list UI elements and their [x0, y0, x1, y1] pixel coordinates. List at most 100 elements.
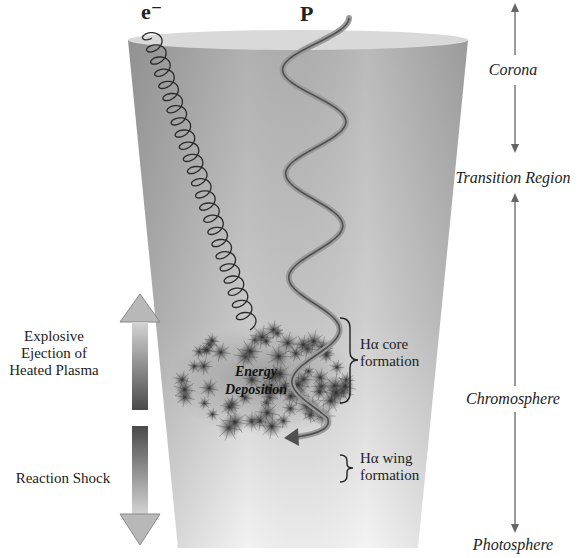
burst-spike: [283, 421, 291, 422]
burst-spike: [245, 398, 250, 404]
burst-spike: [212, 352, 221, 357]
burst-spike: [280, 367, 289, 374]
layer-label: Photosphere: [445, 536, 581, 553]
burst-spike: [222, 420, 235, 422]
burst-spike: [296, 354, 301, 361]
burst-spike: [203, 344, 207, 350]
burst-spike: [201, 398, 205, 403]
layer-axis: [511, 3, 519, 533]
tube-shading: [128, 40, 468, 548]
burst-spike: [259, 421, 261, 431]
burst-spike: [303, 340, 312, 345]
burst-spike: [227, 412, 235, 422]
burst-spike: [213, 414, 219, 416]
burst-spike: [266, 338, 272, 341]
burst-spike: [250, 351, 262, 353]
burst-spike: [222, 407, 230, 412]
burst-spike: [185, 389, 191, 398]
burst-spike: [311, 377, 321, 378]
burst-spike: [303, 335, 305, 345]
burst-spike: [209, 388, 215, 396]
burst-spike: [224, 399, 229, 407]
burst-spike: [204, 366, 209, 374]
burst-spike: [206, 341, 212, 345]
burst-spike: [189, 367, 194, 371]
burst-spike: [198, 402, 204, 404]
burst-spike: [312, 341, 314, 352]
burst-spike: [266, 341, 272, 342]
burst-spike: [336, 367, 337, 375]
burst-spike: [272, 426, 285, 428]
node-text: Energy Deposition: [214, 363, 298, 399]
energy-burst: [336, 377, 355, 396]
burst-spike: [291, 396, 296, 404]
burst-spike: [201, 388, 209, 394]
ejection-arrow-shaft: [132, 322, 148, 410]
burst-spike: [267, 413, 279, 415]
burst-spike: [314, 341, 321, 350]
burst-spike: [308, 368, 314, 371]
energy-burst: [303, 366, 313, 376]
process-label: Explosive Ejection of Heated Plasma: [2, 328, 106, 379]
burst-spike: [234, 422, 236, 435]
shock-arrowhead: [120, 514, 160, 545]
burst-spike: [290, 409, 295, 415]
burst-spike: [272, 346, 279, 357]
burst-spike: [289, 354, 296, 360]
burst-spike: [310, 415, 311, 423]
burst-spike: [199, 387, 209, 389]
burst-spike: [315, 384, 320, 392]
burst-spike: [331, 386, 336, 392]
burst-spike: [266, 354, 278, 357]
burst-spike: [254, 413, 260, 421]
burst-spike: [304, 367, 308, 372]
burst-spike: [235, 422, 242, 433]
burst-spike: [185, 389, 196, 391]
burst-spike: [250, 419, 260, 421]
burst-spike: [339, 377, 345, 386]
burst-spike: [289, 396, 291, 405]
burst-spike: [272, 426, 278, 437]
burst-spike: [311, 391, 320, 392]
burst-spike: [225, 422, 235, 430]
burst-spike: [235, 422, 248, 424]
burst-spike: [235, 409, 236, 422]
burst-spike: [213, 414, 217, 419]
burst-spike: [261, 341, 267, 344]
burst-spike: [331, 367, 338, 371]
tube-body: [128, 40, 468, 548]
burst-spike: [204, 380, 209, 388]
burst-spike: [245, 414, 252, 421]
burst-spike: [194, 363, 199, 367]
burst-spike: [221, 352, 227, 360]
burst-spike: [276, 341, 287, 343]
particle-label: P: [300, 2, 330, 26]
energy-burst: [175, 380, 194, 399]
burst-spike: [212, 336, 218, 341]
shock-arrow-shaft: [132, 426, 148, 514]
burst-spike: [280, 363, 281, 374]
burst-spike: [179, 380, 185, 390]
burst-spike: [271, 413, 273, 426]
burst-spike: [213, 411, 218, 415]
burst-spike: [278, 344, 279, 357]
burst-spike: [265, 403, 266, 409]
burst-spike: [272, 333, 277, 337]
burst-spike: [245, 398, 253, 399]
burst-spike: [337, 363, 343, 367]
burst-spike: [268, 322, 274, 330]
burst-spike: [296, 349, 303, 354]
burst-spike: [190, 361, 194, 366]
burst-spike: [333, 361, 337, 367]
burst-spike: [212, 414, 213, 420]
burst-spike: [343, 386, 345, 397]
layer-label: Transition Region: [445, 169, 581, 186]
burst-spike: [204, 366, 213, 368]
burst-spike: [255, 328, 263, 338]
burst-spike: [298, 377, 307, 385]
burst-spike: [185, 383, 194, 389]
burst-spike: [303, 345, 309, 353]
burst-spike: [220, 405, 229, 407]
particle-label: e⁻: [141, 0, 175, 24]
